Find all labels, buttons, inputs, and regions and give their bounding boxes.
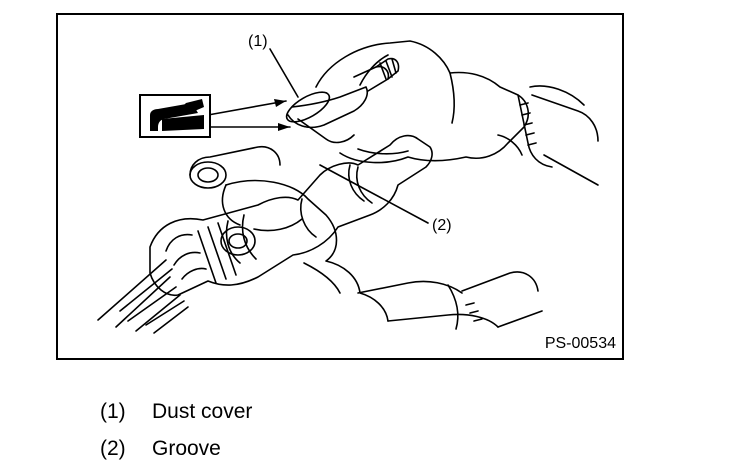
dust-cover [285,86,369,144]
figure-frame: (1) (2) PS-00534 [56,13,624,360]
legend-text: Dust cover [152,400,253,423]
figure-code: PS-00534 [544,335,616,352]
callout-label-dust-cover: (1) [248,33,268,50]
lower-glove [221,179,499,330]
legend-number: (2) [100,437,126,460]
legend-text: Groove [152,437,221,460]
callout-leaders [207,48,429,224]
grease-application-icon [139,94,211,138]
leader-arrowheads [274,99,290,131]
callout-label-groove: (2) [432,217,452,234]
illustration [97,40,599,334]
tie-rod-end [149,134,433,297]
threaded-stud [353,57,400,92]
socket-eye [189,145,281,256]
upper-glove-cuff [531,94,599,186]
legend-number: (1) [100,400,126,423]
cable-strands [97,259,189,334]
legend: (1) Dust cover (2) Groove [100,393,252,467]
upper-glove [315,40,585,168]
legend-item-groove: (2) Groove [100,430,252,467]
lower-glove-cuff [461,271,543,328]
legend-item-dust-cover: (1) Dust cover [100,393,252,430]
